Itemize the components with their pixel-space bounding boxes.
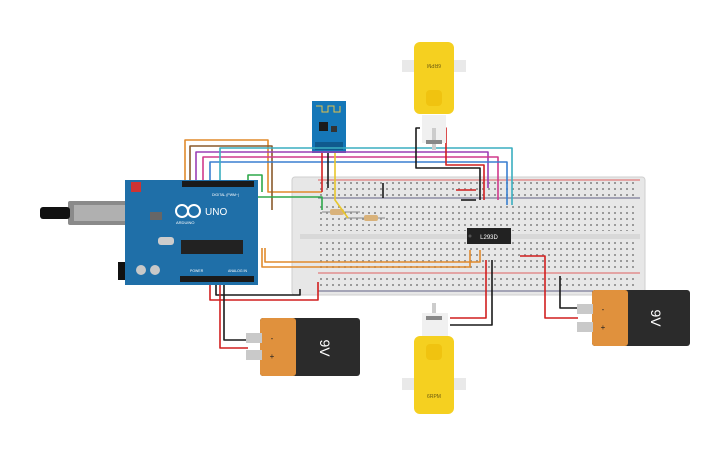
wires (184, 127, 578, 349)
dc-motor-bottom[interactable]: 6RPM (402, 303, 466, 414)
wire-red-power[interactable] (209, 280, 319, 301)
power-header-label: POWER (190, 269, 204, 273)
battery-right-minus: - (602, 305, 605, 314)
battery-9v-right[interactable]: - + 9V (577, 290, 690, 346)
wire-blue[interactable] (209, 161, 508, 205)
wire-orange[interactable] (184, 139, 322, 193)
wire-orange-lower[interactable] (264, 248, 481, 263)
battery-right-plus: + (601, 323, 606, 332)
wire-orange-lower-2[interactable] (261, 248, 471, 268)
wire-black-power[interactable] (215, 280, 301, 296)
wire-magenta[interactable] (202, 156, 499, 200)
analog-header-label: ANALOG IN (228, 269, 248, 273)
chip-label: L293D (480, 235, 498, 241)
wire-red-motor-bottom[interactable] (450, 260, 487, 319)
wire-purple[interactable] (195, 151, 489, 188)
motor-driver-chip[interactable]: L293D (467, 228, 511, 244)
wire-brown[interactable] (189, 145, 273, 210)
wire-black-motor-top[interactable] (415, 127, 481, 200)
wifi-module[interactable] (312, 101, 346, 153)
board-brand: ARDUINO (176, 220, 194, 225)
wire-yellow[interactable] (334, 153, 349, 219)
arduino-uno-board[interactable]: UNO ARDUINO DIGITAL (PWM~) POWER ANALOG … (40, 180, 258, 285)
battery-9v-left[interactable]: - + 9V (246, 318, 360, 376)
board-model: UNO (205, 207, 227, 218)
atmega-chip (181, 240, 243, 254)
wire-black-battery-right[interactable] (559, 276, 578, 309)
wire-black-motor-bottom[interactable] (450, 260, 493, 326)
battery-left-plus: + (270, 352, 275, 361)
resistor[interactable] (345, 215, 385, 221)
battery-left-label: 9V (317, 339, 333, 357)
motor-top-label: 6RPM (427, 62, 441, 68)
battery-right-label: 9V (648, 309, 664, 327)
resistor[interactable] (322, 209, 360, 215)
digital-header-label: DIGITAL (PWM~) (212, 193, 239, 197)
arduino-logo (175, 204, 201, 218)
wire-red-battery-right[interactable] (520, 255, 578, 319)
battery-left-minus: - (271, 334, 274, 343)
wire-red-battery-left[interactable] (219, 282, 248, 349)
wire-green-2[interactable] (247, 174, 263, 192)
motor-bottom-label: 6RPM (427, 394, 441, 400)
wire-black-battery-left[interactable] (223, 282, 248, 341)
dc-motor-top[interactable]: 6RPM (402, 42, 466, 150)
wire-teal[interactable] (219, 147, 513, 205)
